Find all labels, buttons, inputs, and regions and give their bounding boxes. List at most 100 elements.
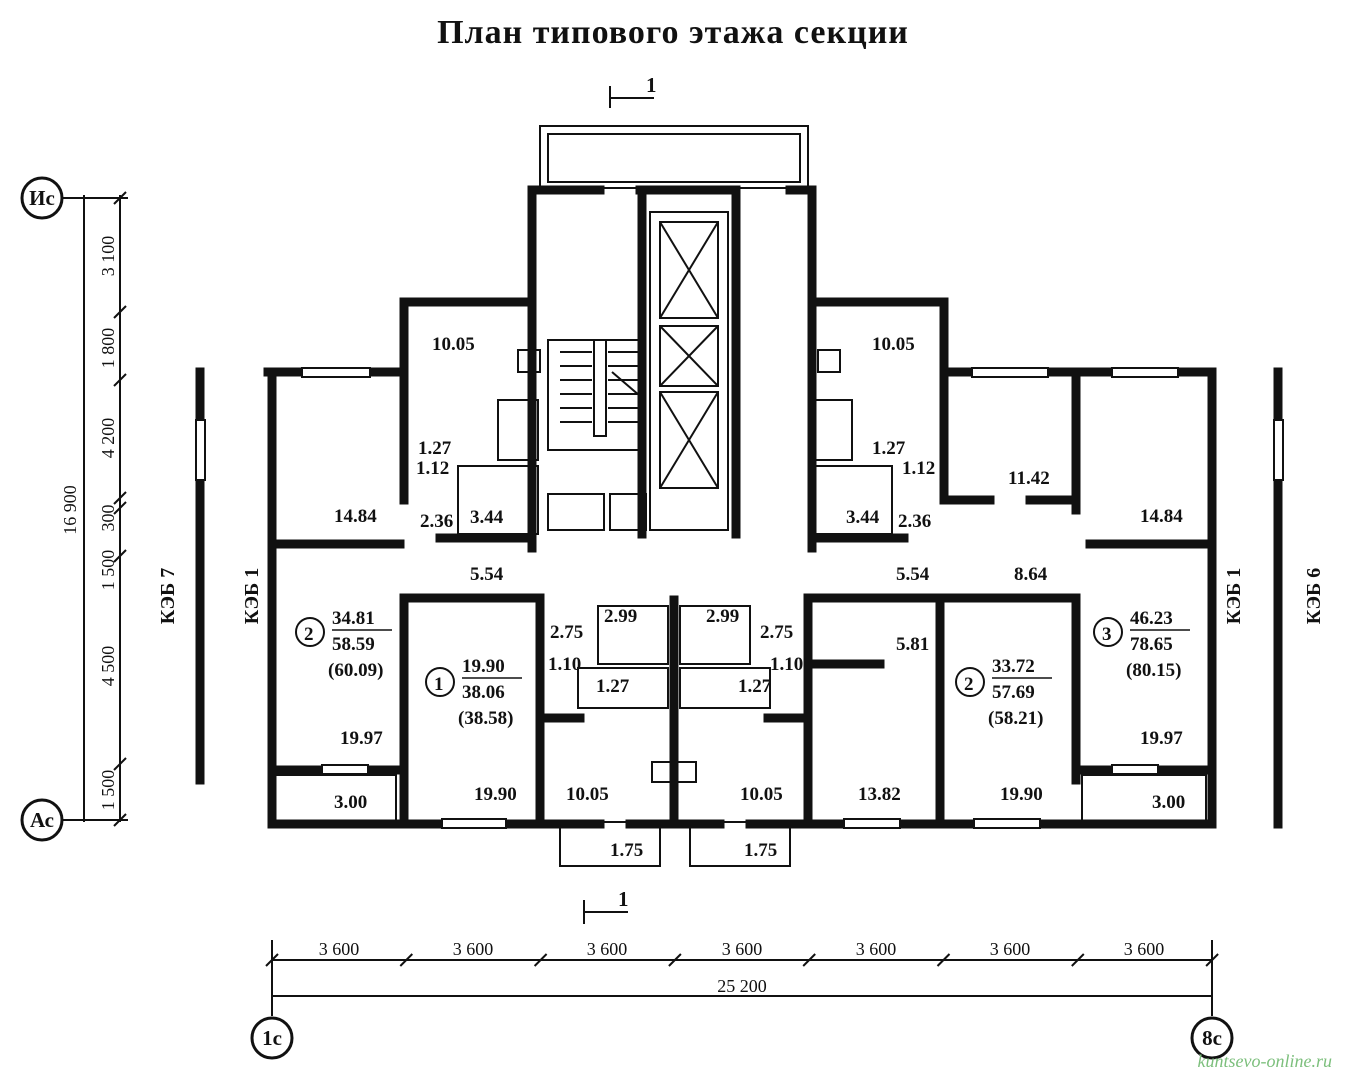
room-area: 1.75 — [744, 840, 777, 861]
apartment-3: 3 46.23 78.65 (80.15) — [1093, 608, 1190, 681]
apartment-total-area: 38.06 — [462, 682, 505, 703]
dimension-lines — [62, 86, 1213, 1016]
room-area: 14.84 — [1140, 506, 1183, 527]
axis-label-right: 8с — [1202, 1026, 1222, 1050]
watermark: kuntsevo-online.ru — [1197, 1051, 1332, 1071]
room-area: 3.00 — [1152, 792, 1185, 813]
dimension-tick — [802, 953, 816, 967]
room-area: 3.44 — [846, 507, 880, 528]
apartment-living-area: 34.81 — [332, 608, 375, 629]
dimension-tick — [533, 953, 548, 967]
room-area: 10.05 — [872, 334, 915, 355]
room-area: 1.27 — [872, 438, 906, 459]
room-area: 1.75 — [610, 840, 643, 861]
room-area: 5.54 — [470, 564, 504, 585]
room-area: 2.99 — [604, 606, 637, 627]
dim-h-segment: 3 600 — [990, 939, 1031, 959]
dimension-tick — [113, 491, 127, 505]
apartment-full-area: (38.58) — [458, 708, 513, 729]
apartment-total-area: 57.69 — [992, 682, 1035, 703]
room-area: 19.90 — [474, 784, 517, 805]
dim-total-horizontal: 25 200 — [717, 976, 767, 996]
dim-v-segment: 300 — [98, 505, 118, 532]
dimension-tick — [668, 953, 682, 967]
axis-bubble-top — [20, 176, 64, 220]
page-title: План типового этажа секции — [437, 14, 909, 51]
dimension-tick — [113, 373, 127, 387]
room-area: 2.99 — [706, 606, 739, 627]
dim-v-segment: 4 500 — [98, 646, 118, 687]
room-area: 5.54 — [896, 564, 930, 585]
toilet-right-top — [811, 399, 853, 461]
section-cut-top: 1 — [646, 73, 657, 97]
dimension-tick — [936, 953, 951, 967]
side-label-keb1-right: КЭБ 1 — [1223, 568, 1245, 625]
room-area: 1.12 — [902, 458, 935, 479]
dim-v-segment: 4 200 — [98, 418, 118, 459]
apartment-living-area: 46.23 — [1130, 608, 1173, 629]
elevator-shaft-3 — [659, 391, 719, 489]
dim-h-segment: 3 600 — [856, 939, 897, 959]
room-area: 1.12 — [416, 458, 449, 479]
room-area: 5.81 — [896, 634, 929, 655]
loggia-right — [1081, 774, 1207, 824]
axis-bubble-bottom — [20, 798, 64, 842]
room-area: 11.42 — [1008, 468, 1050, 489]
room-area: 10.05 — [432, 334, 475, 355]
dimension-tick — [399, 953, 414, 967]
roof-canopy-inner — [547, 133, 801, 183]
room-area: 19.90 — [1000, 784, 1043, 805]
axis-bubble-right — [1190, 1016, 1234, 1060]
room-area: 1.27 — [596, 676, 630, 697]
room-area: 8.64 — [1014, 564, 1048, 585]
room-area: 19.97 — [340, 728, 383, 749]
dim-v-segment: 3 100 — [98, 236, 118, 277]
apartment-number: 1 — [434, 674, 444, 695]
room-area: 2.75 — [550, 622, 583, 643]
side-label-keb6: КЭБ 6 — [1303, 568, 1325, 625]
room-area: 2.75 — [760, 622, 793, 643]
wc-center-right — [679, 667, 771, 709]
dimension-tick — [113, 757, 127, 771]
room-area: 2.36 — [420, 511, 453, 532]
apartment-number: 2 — [304, 624, 314, 645]
apartment-full-area: (58.21) — [988, 708, 1043, 729]
room-area: 13.82 — [858, 784, 901, 805]
apartment-number: 3 — [1102, 624, 1112, 645]
room-area: 2.36 — [898, 511, 931, 532]
dimension-tick — [113, 549, 127, 563]
room-area: 10.05 — [740, 784, 783, 805]
apartment-1: 1 19.90 38.06 (38.58) — [425, 656, 522, 729]
dimension-tick — [113, 813, 127, 827]
roof-canopy — [539, 125, 809, 189]
apartment-number: 2 — [964, 674, 974, 695]
axis-label-left: 1с — [262, 1026, 282, 1050]
side-label-keb1-left: КЭБ 1 — [241, 568, 263, 625]
dim-v-segment: 1 500 — [98, 770, 118, 811]
room-area: 10.05 — [566, 784, 609, 805]
room-area: 1.10 — [548, 654, 581, 675]
dim-v-segment: 1 800 — [98, 328, 118, 369]
apartment-living-area: 33.72 — [992, 656, 1035, 677]
elevator-block — [649, 211, 729, 531]
dim-v-segment: 1 500 — [98, 550, 118, 591]
side-label-keb7: КЭБ 7 — [157, 568, 179, 625]
elevator-shaft-1 — [659, 221, 719, 319]
apartment-full-area: (80.15) — [1126, 660, 1181, 681]
wc-center-left — [577, 667, 669, 709]
room-area: 1.10 — [770, 654, 803, 675]
room-area: 19.97 — [1140, 728, 1183, 749]
apartment-living-area: 19.90 — [462, 656, 505, 677]
windows — [195, 367, 1284, 829]
garbage-room — [547, 493, 605, 531]
section-cut-bottom: 1 — [618, 887, 629, 911]
dim-total-vertical: 16 900 — [60, 485, 80, 535]
bath-center-right — [679, 605, 751, 665]
apartment-2-right: 2 33.72 57.69 (58.21) — [955, 656, 1052, 729]
stair-well — [593, 339, 607, 437]
dimension-tick — [113, 501, 127, 515]
axis-bubble-left — [250, 1016, 294, 1060]
balcony-left — [559, 821, 661, 867]
axis-label-top: Ис — [29, 186, 55, 210]
room-area: 1.27 — [418, 438, 452, 459]
